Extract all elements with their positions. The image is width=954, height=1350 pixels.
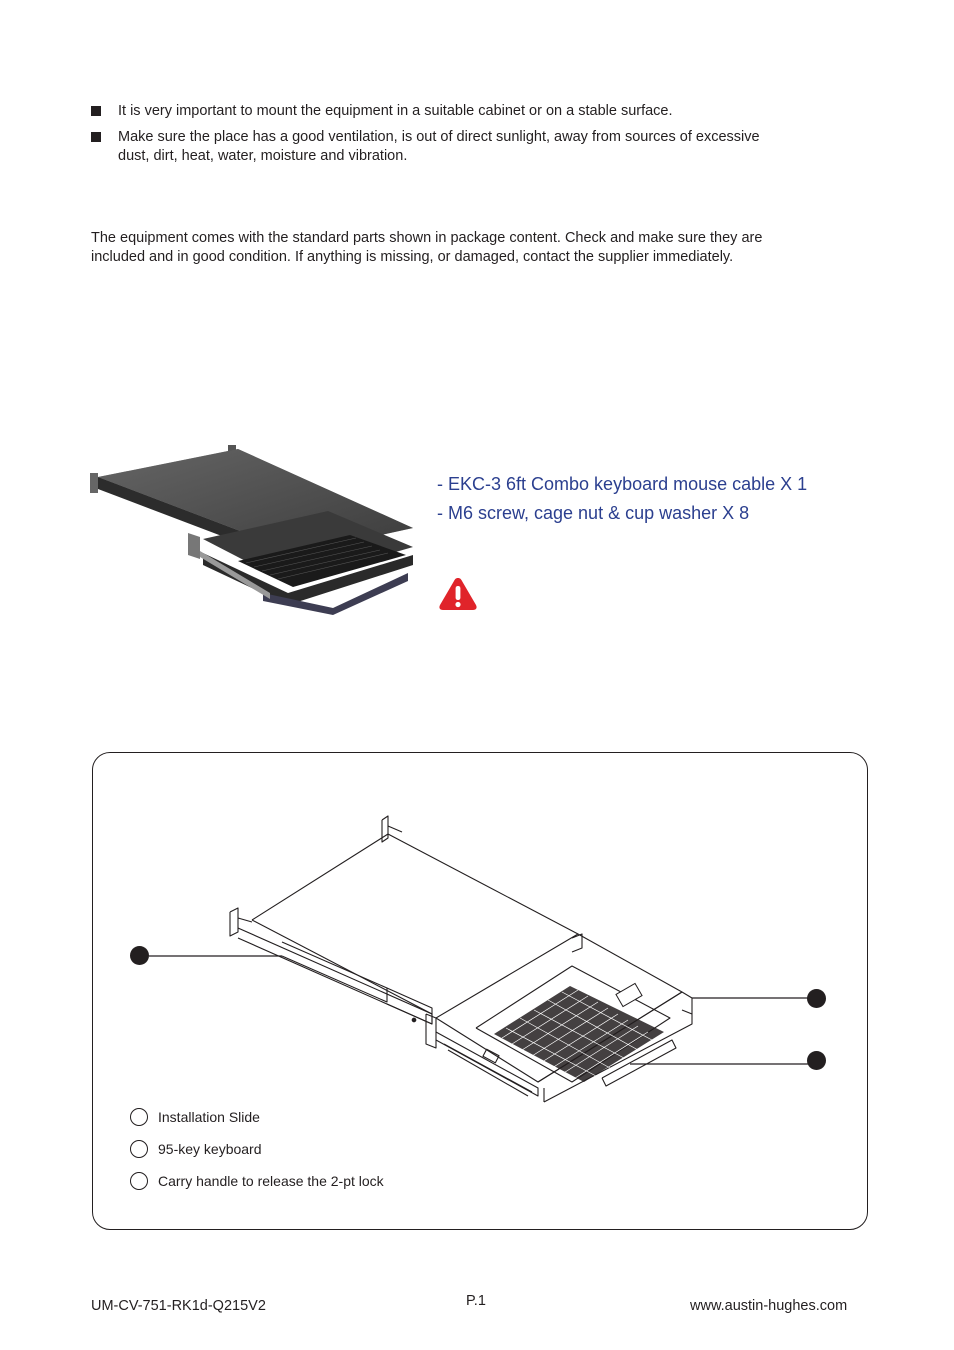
legend-label: 95-key keyboard bbox=[158, 1141, 262, 1157]
package-item-screws: - M6 screw, cage nut & cup washer X 8 bbox=[437, 503, 750, 523]
legend-circle-icon bbox=[130, 1140, 148, 1158]
footer-page-number: P.1 bbox=[466, 1293, 486, 1309]
package-intro-line-2: included and in good condition. If anyth… bbox=[91, 249, 734, 265]
package-item-cable: - EKC-3 6ft Combo keyboard mouse cable X… bbox=[437, 474, 808, 494]
product-overview-diagram-box bbox=[92, 752, 868, 1230]
legend-label: Installation Slide bbox=[158, 1109, 260, 1125]
square-bullet-icon bbox=[91, 106, 101, 116]
square-bullet-icon bbox=[91, 132, 101, 142]
footer-website-link[interactable]: www.austin-hughes.com bbox=[690, 1298, 848, 1314]
warning-triangle-icon bbox=[439, 578, 477, 610]
callout-marker-installation-slide bbox=[130, 946, 149, 965]
package-intro-line-1: The equipment comes with the standard pa… bbox=[91, 230, 763, 246]
precaution-text: Make sure the place has a good ventilati… bbox=[118, 129, 760, 145]
package-intro-paragraph: The equipment comes with the standard pa… bbox=[91, 229, 861, 267]
legend-circle-icon bbox=[130, 1172, 148, 1190]
callout-marker-keyboard bbox=[807, 989, 826, 1008]
precaution-text: It is very important to mount the equipm… bbox=[118, 103, 673, 119]
legend-label: Carry handle to release the 2-pt lock bbox=[158, 1173, 384, 1189]
callout-marker-carry-handle bbox=[807, 1051, 826, 1070]
product-photo-rackmount-keyboard-drawer bbox=[90, 445, 413, 615]
footer-doc-code: UM-CV-751-RK1d-Q215V2 bbox=[91, 1298, 266, 1314]
product-line-drawing bbox=[149, 815, 808, 1103]
legend-circle-icon bbox=[130, 1108, 148, 1126]
precaution-text: dust, dirt, heat, water, moisture and vi… bbox=[118, 148, 408, 164]
